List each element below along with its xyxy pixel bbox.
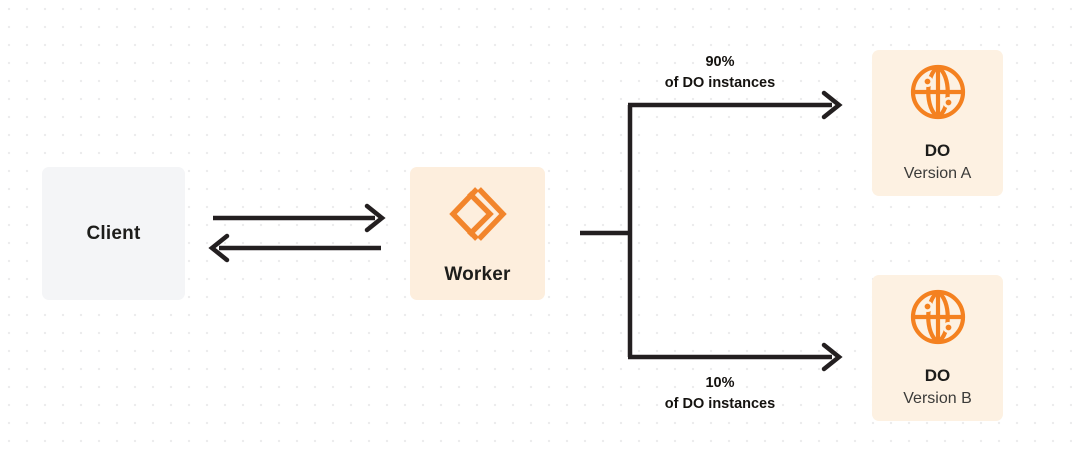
node-client[interactable]: Client — [42, 167, 185, 300]
durable-object-globe-icon — [909, 63, 967, 126]
arrow-worker-to-do-b — [628, 342, 843, 372]
node-do-b-subtitle: Version B — [903, 389, 972, 407]
node-do-version-b[interactable]: DO Version B — [872, 275, 1003, 421]
node-do-a-subtitle: Version A — [903, 164, 972, 182]
edge-label-do-a-caption: of DO instances — [664, 75, 776, 92]
node-do-b-title: DO — [924, 366, 951, 386]
edge-label-do-a-percent: 90% — [705, 54, 735, 70]
edge-label-do-b-percent: 10% — [705, 375, 735, 391]
edge-label-do-a: 90% of DO instances — [617, 52, 823, 94]
node-do-version-a[interactable]: DO Version A — [872, 50, 1003, 196]
node-do-a-title: DO — [924, 141, 951, 161]
edge-label-do-b: 10% of DO instances — [617, 373, 823, 415]
branch-connector — [580, 105, 633, 357]
edge-label-do-b-caption: of DO instances — [664, 396, 776, 413]
arrow-client-to-worker — [213, 203, 386, 233]
durable-object-globe-icon — [909, 288, 967, 351]
node-worker[interactable]: Worker — [410, 167, 545, 300]
node-worker-title: Worker — [444, 264, 511, 285]
cloudflare-workers-icon — [448, 185, 508, 248]
node-client-title: Client — [86, 222, 141, 244]
arrow-worker-to-client — [208, 233, 381, 263]
arrow-worker-to-do-a — [628, 90, 843, 120]
